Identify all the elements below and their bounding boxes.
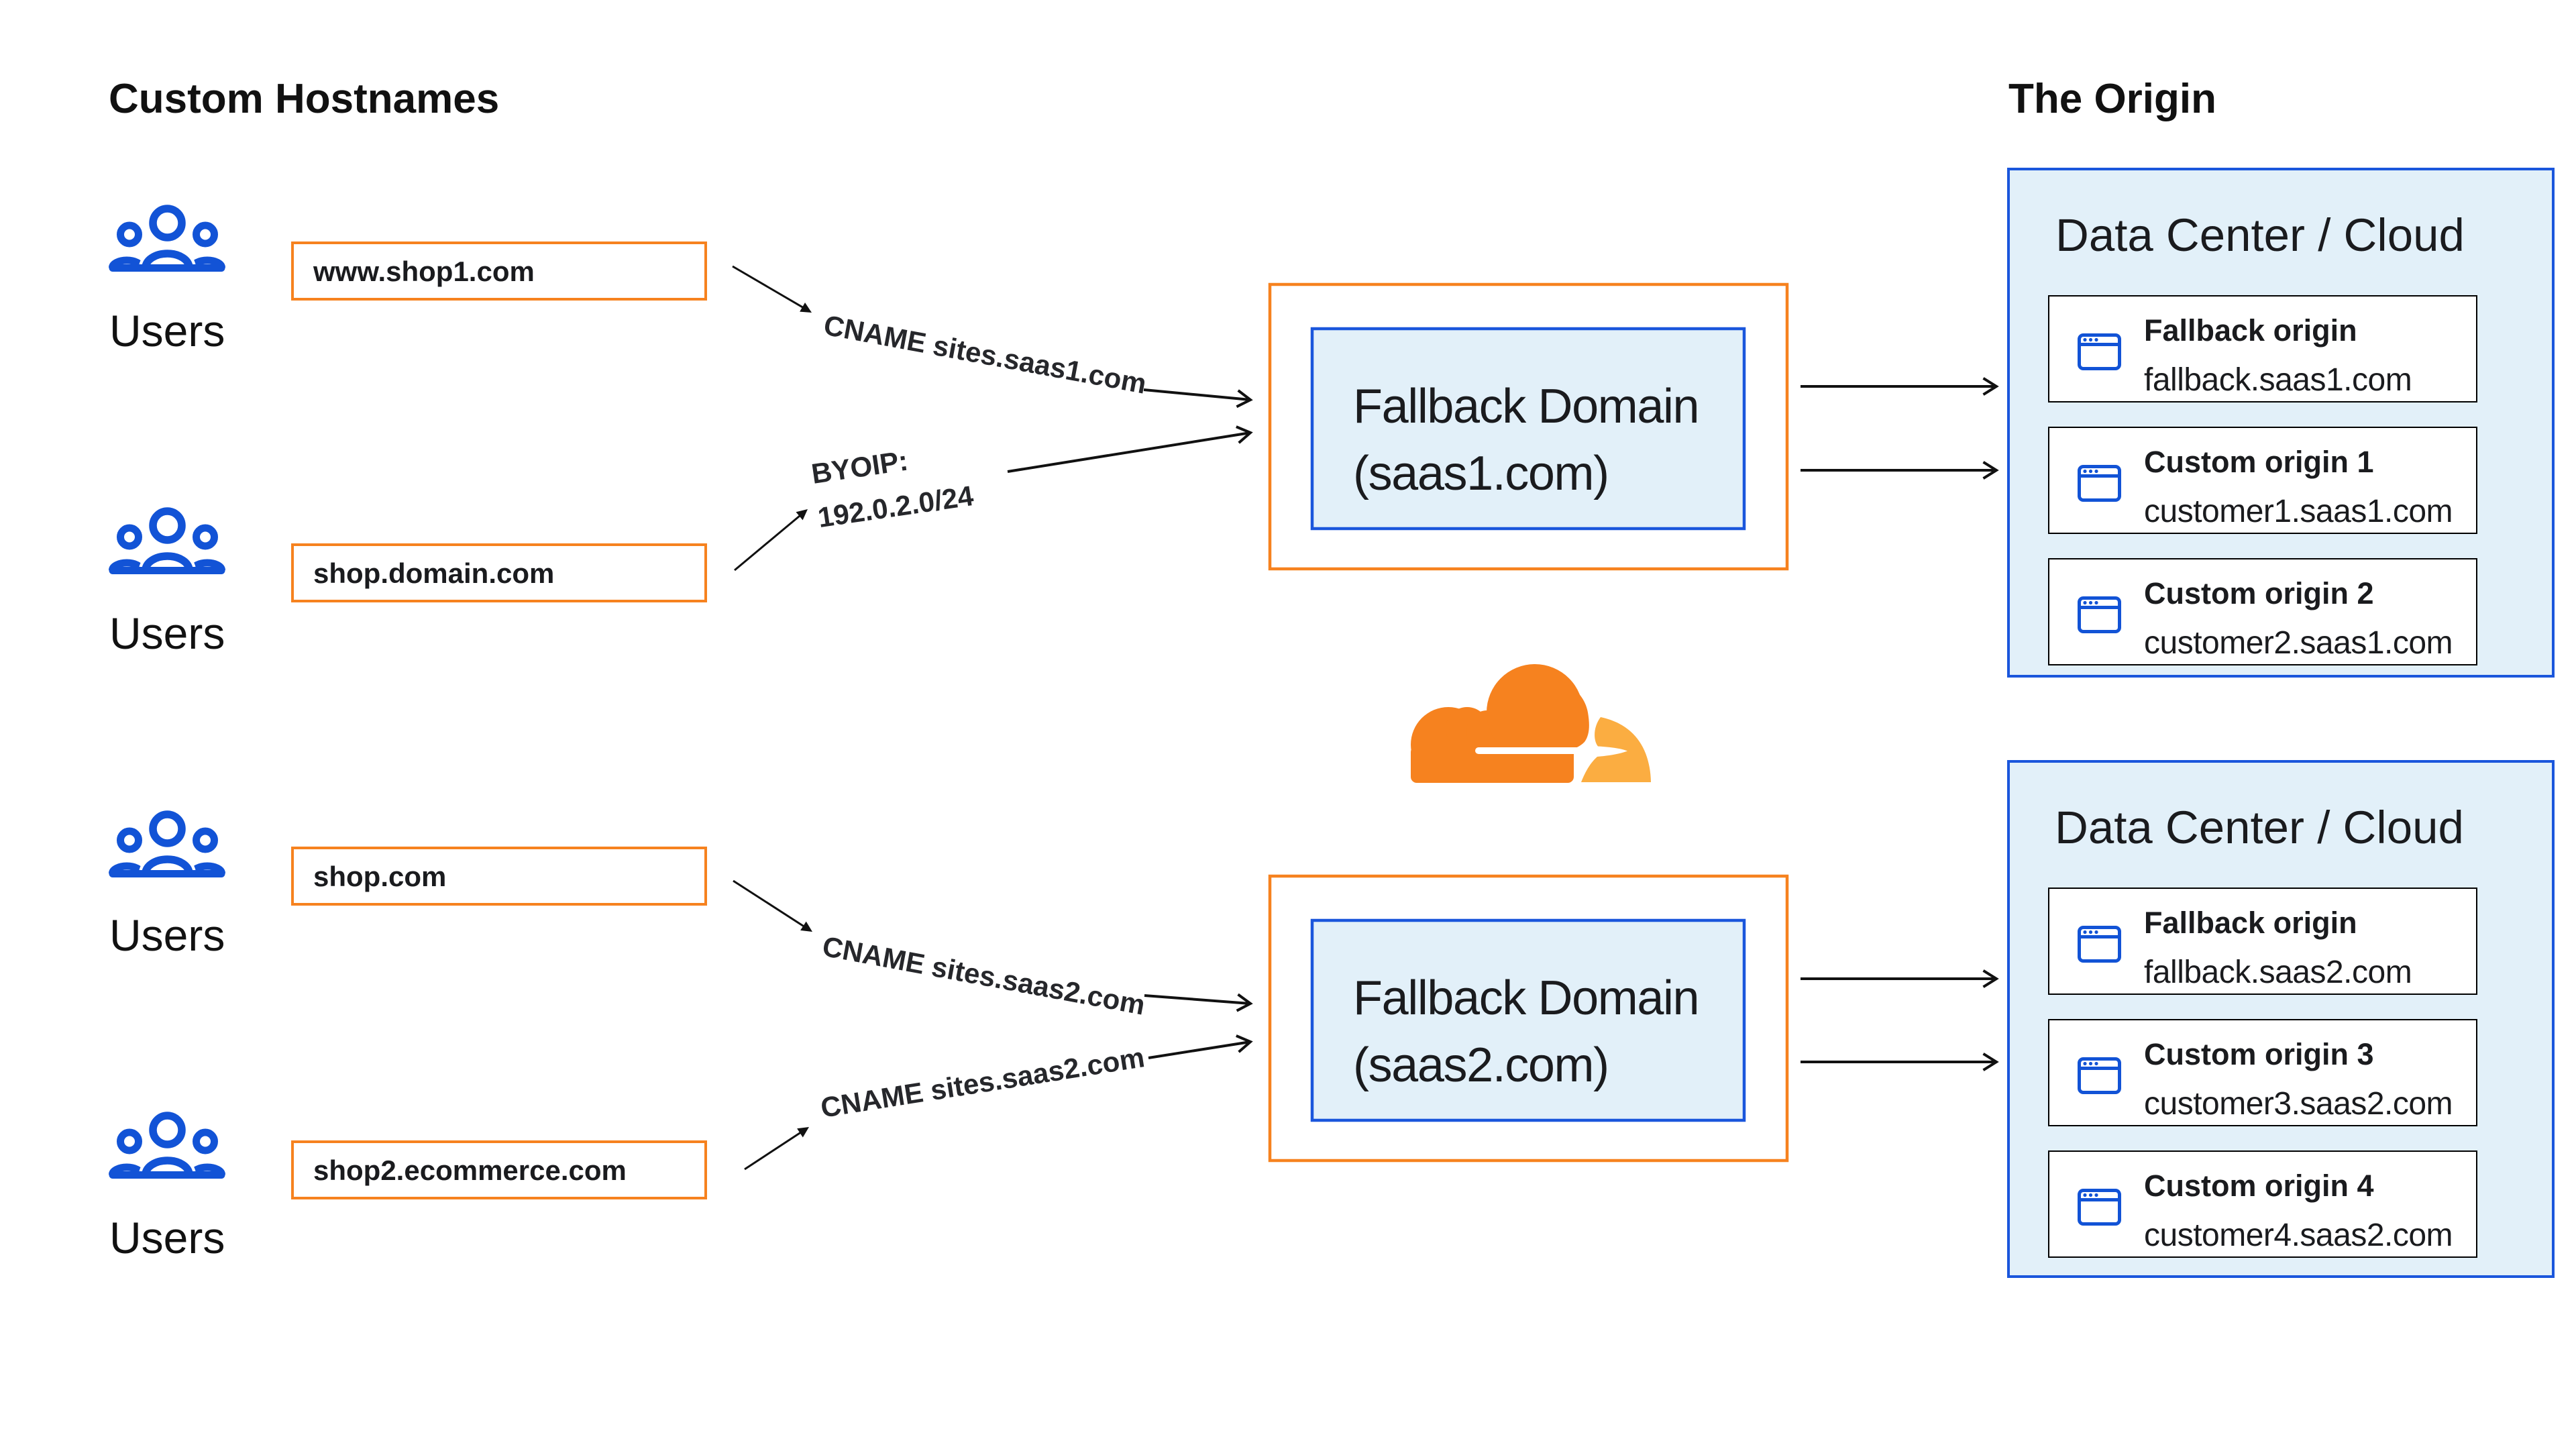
- svg-text:customer3.saas2.com: customer3.saas2.com: [2144, 1086, 2453, 1122]
- svg-text:Fallback Domain: Fallback Domain: [1353, 380, 1699, 433]
- svg-text:fallback.saas1.com: fallback.saas1.com: [2144, 362, 2412, 398]
- svg-text:(saas1.com): (saas1.com): [1353, 447, 1609, 500]
- svg-text:shop.domain.com: shop.domain.com: [313, 557, 554, 589]
- svg-text:Custom origin 3: Custom origin 3: [2144, 1037, 2374, 1071]
- svg-text:Custom origin 4: Custom origin 4: [2144, 1169, 2374, 1203]
- svg-text:Fallback Domain: Fallback Domain: [1353, 971, 1699, 1025]
- svg-text:Custom Hostnames: Custom Hostnames: [109, 76, 499, 122]
- svg-text:customer2.saas1.com: customer2.saas1.com: [2144, 625, 2453, 661]
- svg-text:Data Center / Cloud: Data Center / Cloud: [2055, 209, 2465, 261]
- svg-text:Fallback origin: Fallback origin: [2144, 906, 2357, 940]
- svg-text:www.shop1.com: www.shop1.com: [313, 256, 535, 287]
- svg-text:Data Center / Cloud: Data Center / Cloud: [2055, 802, 2464, 853]
- svg-text:Users: Users: [109, 910, 225, 960]
- svg-text:Users: Users: [109, 1213, 225, 1263]
- svg-text:Custom origin 2: Custom origin 2: [2144, 576, 2374, 610]
- svg-text:Custom origin 1: Custom origin 1: [2144, 445, 2374, 479]
- svg-text:Fallback origin: Fallback origin: [2144, 313, 2357, 347]
- svg-text:customer4.saas2.com: customer4.saas2.com: [2144, 1218, 2453, 1253]
- svg-text:(saas2.com): (saas2.com): [1353, 1038, 1609, 1092]
- svg-text:shop2.ecommerce.com: shop2.ecommerce.com: [313, 1155, 627, 1186]
- svg-text:The Origin: The Origin: [2008, 76, 2216, 122]
- svg-text:Users: Users: [109, 608, 225, 658]
- svg-text:customer1.saas1.com: customer1.saas1.com: [2144, 494, 2453, 529]
- svg-text:Users: Users: [109, 306, 225, 356]
- svg-text:shop.com: shop.com: [313, 861, 446, 892]
- svg-text:fallback.saas2.com: fallback.saas2.com: [2144, 955, 2412, 990]
